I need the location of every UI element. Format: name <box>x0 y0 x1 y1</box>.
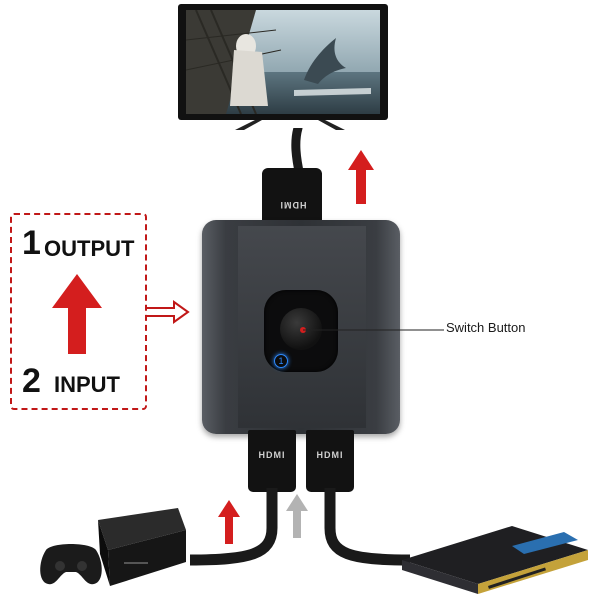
hdmi-cables-bottom <box>190 488 410 566</box>
switch-button-label: Switch Button <box>446 320 526 335</box>
game-console-icon <box>98 508 186 586</box>
hdmi-plug-bottom-right <box>306 430 354 492</box>
hdmi-plug-top-label: HDMI <box>279 200 307 210</box>
hdmi-plug-bottom-left <box>248 430 296 492</box>
hdmi-plug-bottom-left-label: HDMI <box>258 450 286 460</box>
hdmi-plug-bottom-right-label: HDMI <box>316 450 344 460</box>
tv-stand <box>235 120 345 130</box>
callout-pointer-arrow-icon <box>146 300 190 324</box>
input-arrow-red-icon <box>218 500 240 544</box>
input-number: 2 <box>22 362 41 400</box>
input-label: INPUT <box>54 372 120 397</box>
tv-screen-image <box>186 10 380 114</box>
input-arrow-gray-icon <box>286 494 308 538</box>
indicator-led: 1 <box>274 354 288 368</box>
gamepad-icon <box>40 544 102 585</box>
direction-arrow-up-icon <box>52 274 102 354</box>
output-number: 1 <box>22 224 41 262</box>
dvd-player-icon <box>402 526 588 594</box>
output-label: OUTPUT <box>44 236 135 261</box>
hdmi-plug-top <box>262 168 322 222</box>
direction-callout-box <box>10 213 147 410</box>
switch-button-callout-line <box>300 327 444 333</box>
output-arrow-icon <box>348 150 374 204</box>
